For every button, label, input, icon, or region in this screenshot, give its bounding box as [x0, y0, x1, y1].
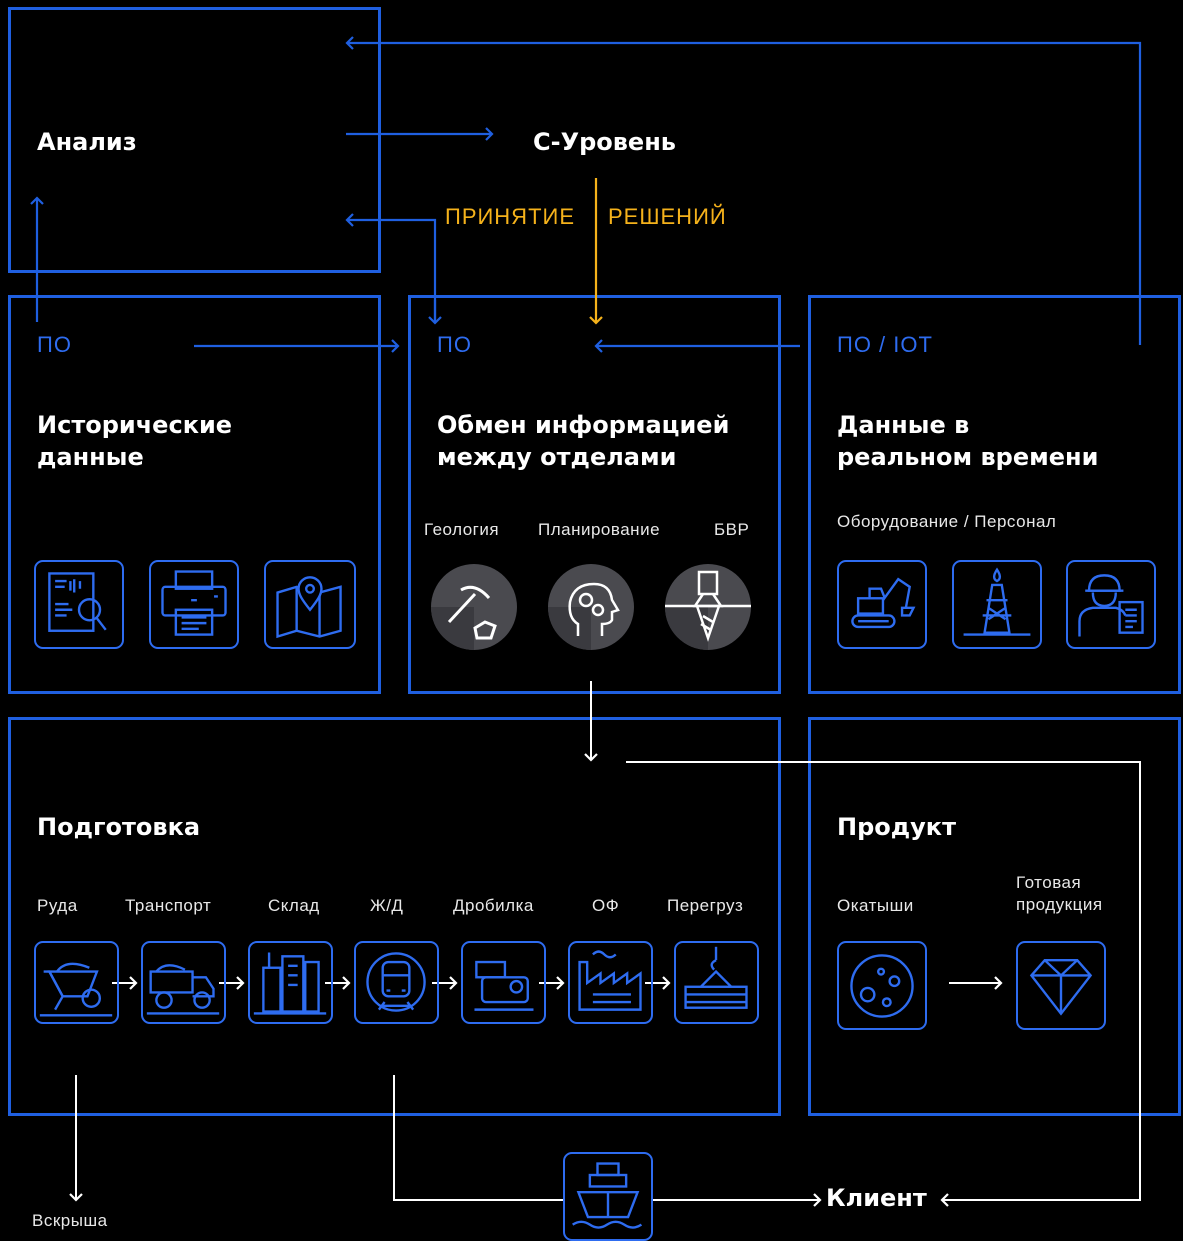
step-label-transport: Транспорт	[125, 896, 212, 915]
pellets-label: Окатыши	[837, 896, 914, 915]
step-label-plant: ОФ	[592, 896, 620, 915]
realtime-po-label: ПО / IOT	[837, 332, 933, 357]
document-search-icon	[34, 560, 124, 649]
step-label-storage: Склад	[268, 896, 320, 915]
factory-icon	[568, 941, 653, 1024]
pellets-icon	[837, 941, 927, 1030]
dump-truck-icon	[141, 941, 226, 1024]
analysis-title: Анализ	[37, 128, 137, 156]
exchange-title: Обмен информацией между отделами	[437, 411, 730, 471]
product-to-client-line	[626, 761, 1141, 1207]
head-gear-icon	[548, 564, 634, 650]
realtime-subtitle: Оборудование / Персонал	[837, 512, 1057, 531]
train-icon	[354, 941, 439, 1024]
excavator-icon	[837, 560, 927, 649]
warehouse-icon	[248, 941, 333, 1024]
department-label-geology: Геология	[424, 520, 500, 539]
step-label-transshipment: Перегруз	[667, 896, 744, 915]
realtime-box	[808, 295, 1181, 694]
realtime-title: Данные в реальном времени	[837, 411, 1099, 471]
product-box	[808, 717, 1181, 1116]
c-level-title: С-Уровень	[533, 128, 676, 156]
realtime-to-analysis-line	[345, 36, 1142, 345]
preparation-title: Подготовка	[37, 813, 201, 841]
product-title: Продукт	[837, 813, 956, 841]
wheelbarrow-icon	[34, 941, 119, 1024]
client-label: Клиент	[826, 1184, 927, 1212]
crusher-icon	[461, 941, 546, 1024]
step-label-crusher: Дробилка	[453, 896, 534, 915]
step-label-railway: Ж/Д	[370, 896, 404, 915]
historical-po-label: ПО	[37, 332, 72, 357]
step-label-ore: Руда	[37, 896, 78, 915]
historical-box	[8, 295, 381, 694]
overburden-label: Вскрыша	[32, 1211, 108, 1230]
printer-icon	[149, 560, 239, 649]
crane-cargo-icon	[674, 941, 759, 1024]
analysis-box	[8, 7, 381, 273]
department-label-blasting: БВР	[714, 520, 750, 539]
decision-label-right: РЕШЕНИЙ	[608, 204, 727, 229]
preparation-to-ship-line	[393, 1075, 563, 1201]
exchange-analysis-line	[345, 213, 437, 322]
worker-clipboard-icon	[1066, 560, 1156, 649]
ship-icon	[563, 1152, 653, 1241]
pickaxe-gem-icon	[431, 564, 517, 650]
exchange-po-label: ПО	[437, 332, 472, 357]
historical-title: Исторические данные	[37, 411, 233, 471]
diamond-icon	[1016, 941, 1106, 1030]
drilling-rig-icon	[952, 560, 1042, 649]
drill-icon	[665, 564, 751, 650]
decision-label-left: ПРИНЯТИЕ	[445, 204, 575, 229]
department-label-planning: Планирование	[538, 520, 661, 539]
finished-product-label: Готовая продукция	[1016, 873, 1103, 914]
exchange-box	[408, 295, 781, 694]
map-pin-icon	[264, 560, 356, 649]
